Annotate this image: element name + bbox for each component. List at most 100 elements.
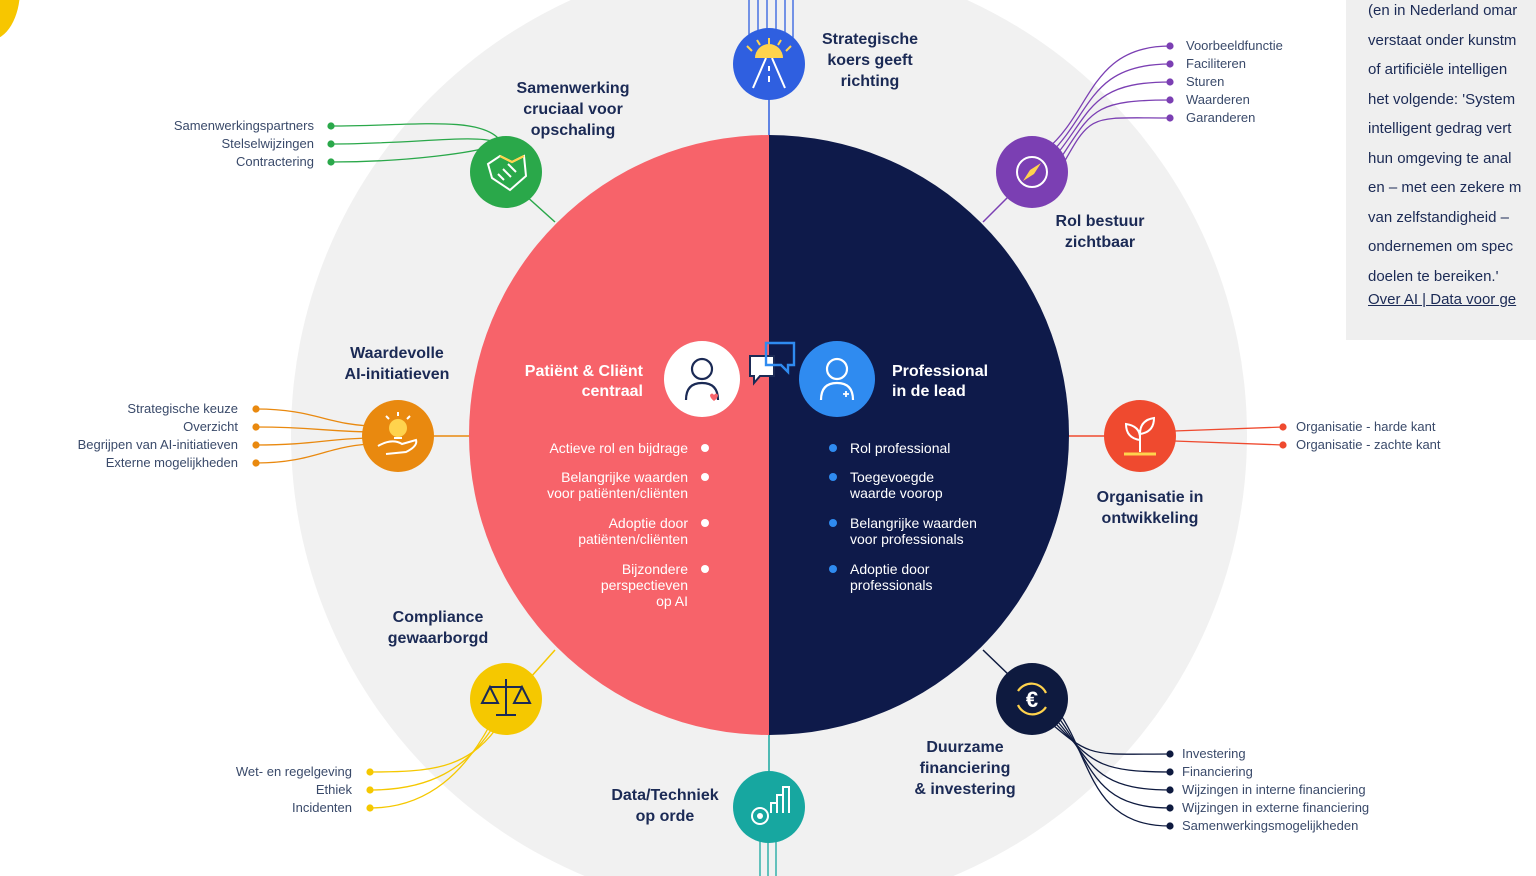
sidebar-line: doelen te bereiken.' [1368,267,1499,285]
item-bullet [366,768,374,776]
item-bullet [1166,96,1174,104]
node-item-label: Garanderen [1186,110,1255,125]
svg-text:€: € [1026,687,1038,712]
connector-line [255,443,379,464]
bullet [829,473,837,481]
node-item-label: Voorbeeldfunctie [1186,38,1283,53]
connector-line [255,408,379,427]
patient-item: Actieve rol en bijdrage [549,440,688,456]
item-bullet [1166,822,1174,830]
node-rol-bestuur: VoorbeeldfunctieFaciliterenSturenWaarder… [996,38,1283,251]
item-bullet [1166,42,1174,50]
node-item-label: Contractering [236,154,314,169]
chat-bubbles-icon [749,341,796,386]
item-bullet [252,405,260,413]
node-item-label: Strategische keuze [127,401,238,416]
sidebar-link[interactable]: Over AI | Data voor ge [1368,291,1517,308]
node-item-label: Wijzingen in interne financiering [1182,782,1366,797]
node-item-label: Wijzingen in externe financiering [1182,800,1369,815]
connector-line [1053,81,1171,159]
bullet [701,519,709,527]
connector-line [1045,718,1171,755]
item-bullet [327,122,335,130]
euro-icon: € [1017,682,1047,716]
spoke [982,194,1011,223]
item-bullet [252,423,260,431]
patient-avatar-icon [664,341,740,417]
sidebar-line: hun omgeving te anal [1368,149,1512,167]
connector-line [369,724,491,809]
bullet [829,519,837,527]
bullet [701,565,709,573]
sidebar-line: en – met een zekere m [1368,179,1522,196]
node-item-label: Organisatie - harde kant [1296,419,1436,434]
hand-lightbulb-icon [377,412,418,455]
item-bullet [327,158,335,166]
sidebar-line: of artificiële intelligen [1368,61,1508,78]
spoke [524,194,556,223]
sidebar-line: het volgende: 'System [1368,90,1516,108]
node-item-label: Begrijpen van AI-initiatieven [78,437,238,452]
sidebar-line: ondernemen om spec [1368,238,1514,255]
spoke [982,649,1011,677]
road-sunrise-icon [746,38,792,89]
patient-half [469,135,769,735]
node-item-label: Overzicht [183,419,238,434]
professional-avatar-icon [799,341,875,417]
connector-line [369,728,497,773]
node-item-label: Ethiek [316,782,353,797]
item-bullet [1166,78,1174,86]
professional-half [769,135,1069,735]
sidebar-line: verstaat onder kunstm [1368,31,1517,49]
connector-line [330,123,499,139]
item-bullet [252,459,260,467]
sidebar-line: intelligent gedrag vert [1368,120,1512,137]
item-bullet [366,786,374,794]
node-item-label: Stelselwijzingen [222,136,315,151]
node-item-label: Investering [1182,746,1246,761]
gear-chart-icon [751,786,790,825]
node-item-label: Organisatie - zachte kant [1296,437,1441,452]
connector-line [1173,440,1284,446]
node-samenwerking: SamenwerkingspartnersStelselwijzingenCon… [174,80,630,208]
connector-line [1057,99,1171,163]
connector-line [1045,45,1171,151]
node-circle [733,771,805,843]
node-circle [996,663,1068,735]
item-bullet [1279,441,1287,449]
node-item-label: Financiering [1182,764,1253,779]
node-item-label: Wet- en regelgeving [236,764,352,779]
sidebar-line: van zelfstandigheid – [1368,208,1509,226]
connector-line [1057,710,1171,827]
bullet [701,473,709,481]
node-item-label: Samenwerkingspartners [174,118,315,133]
spoke [529,649,556,679]
connector-line [1054,712,1171,809]
bullet [829,565,837,573]
plant-icon [1124,416,1156,456]
connector-line [1049,63,1171,155]
item-bullet [1166,804,1174,812]
node-item-label: Faciliteren [1186,56,1246,71]
item-bullet [252,441,260,449]
node-item-label: Waarderen [1186,92,1250,107]
item-bullet [366,804,374,812]
item-bullet [1166,768,1174,776]
connector-line [1048,716,1171,773]
node-circle [733,28,805,100]
